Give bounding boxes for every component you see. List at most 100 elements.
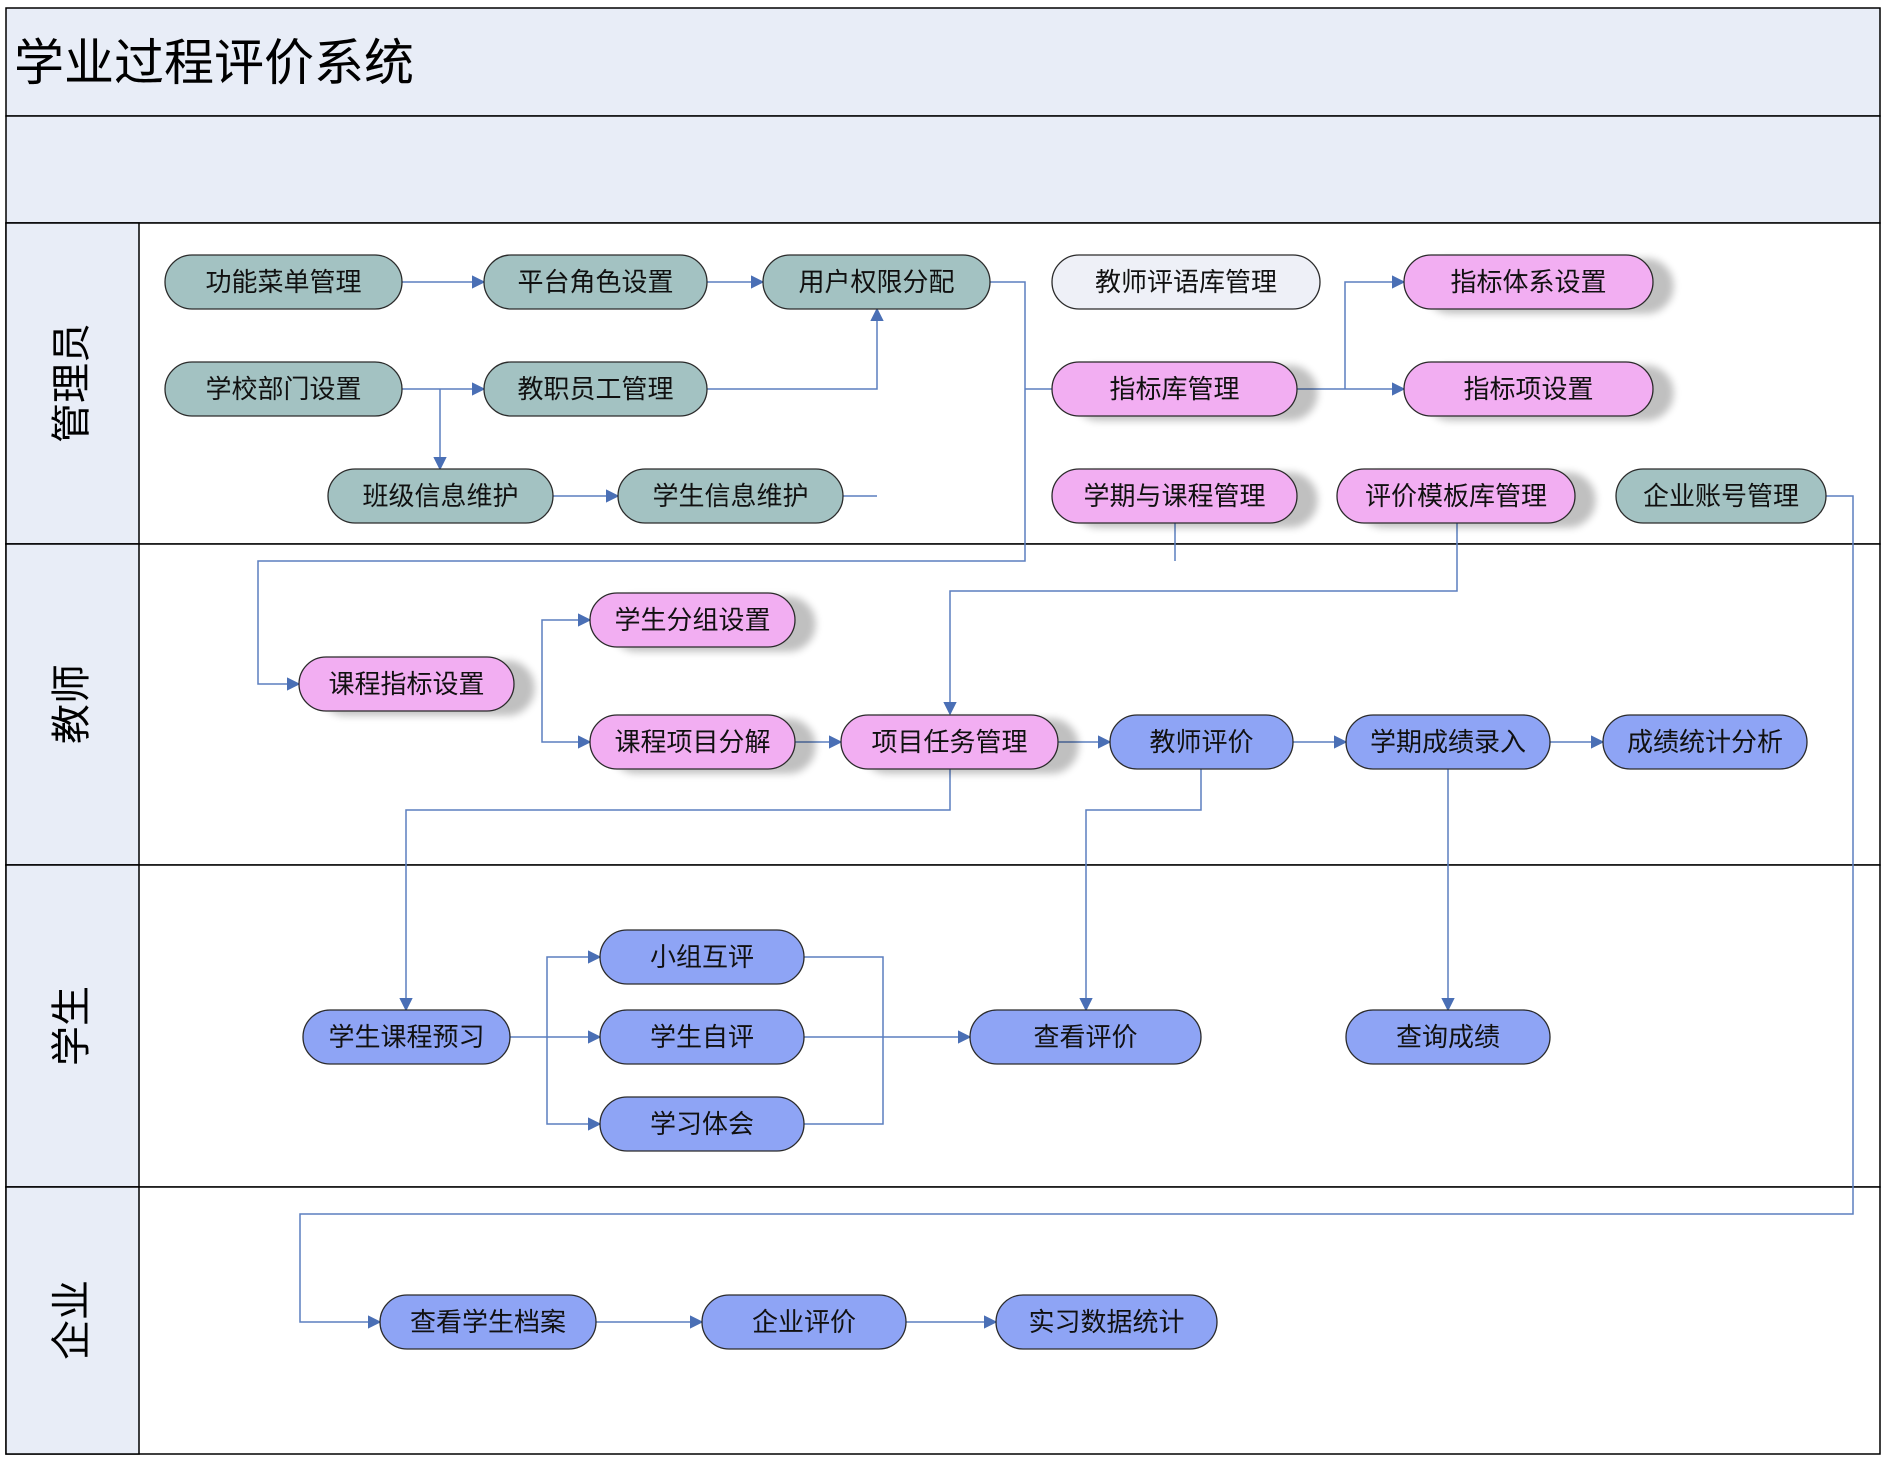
lane-label-admin: 管理员 xyxy=(49,323,95,443)
node-label: 查询成绩 xyxy=(1396,1023,1500,1053)
node-label: 班级信息维护 xyxy=(362,482,518,512)
node-comment-lib: 教师评语库管理 xyxy=(1051,254,1321,310)
node-template-lib: 评价模板库管理 xyxy=(1336,468,1576,524)
node-dept-setup: 学校部门设置 xyxy=(164,361,403,417)
node-shape xyxy=(1336,468,1576,524)
node-label: 功能菜单管理 xyxy=(205,268,361,298)
node-label: 指标项设置 xyxy=(1463,375,1593,405)
node-label: 教职员工管理 xyxy=(517,375,673,405)
node-shape xyxy=(995,1294,1218,1350)
node-index-lib: 指标库管理 xyxy=(1051,361,1298,417)
node-shape xyxy=(589,714,796,770)
edge-company-to-archive xyxy=(299,495,1854,1329)
node-reflection: 学习体会 xyxy=(599,1096,805,1152)
node-peer-eval: 小组互评 xyxy=(599,929,805,985)
edge-preview-to-reflection xyxy=(546,1037,602,1131)
node-query-grade: 查询成绩 xyxy=(1345,1009,1551,1065)
edge-perm-to-course-index xyxy=(257,281,1026,691)
node-shape xyxy=(599,1096,805,1152)
node-shape xyxy=(483,254,708,310)
node-class-info: 班级信息维护 xyxy=(327,468,554,524)
node-shape xyxy=(762,254,991,310)
node-label: 学生信息维护 xyxy=(652,482,808,512)
node-label: 课程指标设置 xyxy=(328,670,484,700)
node-shape xyxy=(483,361,708,417)
blank-band xyxy=(5,115,1881,224)
lane-label-enterprise-bg xyxy=(5,1186,140,1455)
node-label: 成绩统计分析 xyxy=(1627,728,1783,758)
edge-courseindex-to-group xyxy=(541,613,592,684)
node-course-index: 课程指标设置 xyxy=(298,656,515,712)
node-shape xyxy=(1109,714,1294,770)
node-staff-mgmt: 教职员工管理 xyxy=(483,361,708,417)
node-task-mgmt: 项目任务管理 xyxy=(840,714,1059,770)
node-label: 学生课程预习 xyxy=(328,1023,484,1053)
node-shape xyxy=(1051,254,1321,310)
node-shape xyxy=(298,656,515,712)
lane-label-admin-bg xyxy=(5,222,140,545)
node-shape xyxy=(164,254,403,310)
lane-student: 学生 xyxy=(5,864,1881,1188)
node-term-course: 学期与课程管理 xyxy=(1051,468,1298,524)
edge-courseindex-to-split xyxy=(541,684,592,749)
node-shape xyxy=(1051,468,1298,524)
connectors xyxy=(257,275,1854,1329)
lane-enterprise: 企业 xyxy=(5,1186,1881,1455)
node-shape xyxy=(840,714,1059,770)
node-index-system: 指标体系设置 xyxy=(1403,254,1654,310)
node-shape xyxy=(379,1294,597,1350)
node-shape xyxy=(1345,1009,1551,1065)
node-shape xyxy=(969,1009,1202,1065)
node-shape xyxy=(164,361,403,417)
node-group-setup: 学生分组设置 xyxy=(589,592,796,648)
node-shape xyxy=(327,468,554,524)
node-intern-stats: 实习数据统计 xyxy=(995,1294,1218,1350)
node-index-item: 指标项设置 xyxy=(1403,361,1654,417)
node-label: 查看学生档案 xyxy=(410,1308,566,1338)
process-nodes: 功能菜单管理平台角色设置用户权限分配教师评语库管理指标体系设置学校部门设置教职员… xyxy=(164,254,1827,1350)
node-project-split: 课程项目分解 xyxy=(589,714,796,770)
node-student-info: 学生信息维护 xyxy=(617,468,844,524)
node-shape xyxy=(1602,714,1808,770)
node-shape xyxy=(1345,714,1551,770)
node-label: 学期成绩录入 xyxy=(1370,728,1526,758)
node-company-acct: 企业账号管理 xyxy=(1615,468,1827,524)
node-label: 教师评语库管理 xyxy=(1095,268,1277,298)
edge-teachereval-to-view xyxy=(1079,769,1202,1012)
edge-preview-to-peer xyxy=(546,950,602,1037)
node-shape xyxy=(1403,361,1654,417)
lane-label-enterprise: 企业 xyxy=(49,1280,95,1360)
node-teacher-eval: 教师评价 xyxy=(1109,714,1294,770)
node-label: 实习数据统计 xyxy=(1028,1308,1184,1338)
node-label: 课程项目分解 xyxy=(614,728,770,758)
lane-teacher: 教师 xyxy=(5,543,1881,866)
edge-staff-to-perm xyxy=(707,307,884,390)
node-view-eval: 查看评价 xyxy=(969,1009,1202,1065)
node-shape xyxy=(701,1294,907,1350)
node-label: 学校部门设置 xyxy=(205,375,361,405)
node-label: 查看评价 xyxy=(1033,1023,1137,1053)
node-shape xyxy=(599,929,805,985)
node-perm-assign: 用户权限分配 xyxy=(762,254,991,310)
title-band xyxy=(5,7,1881,117)
node-label: 用户权限分配 xyxy=(798,268,954,298)
diagram-title: 学业过程评价系统 xyxy=(14,34,414,92)
node-label: 评价模板库管理 xyxy=(1365,482,1547,512)
node-grade-stats: 成绩统计分析 xyxy=(1602,714,1808,770)
node-menu-mgmt: 功能菜单管理 xyxy=(164,254,403,310)
node-shape xyxy=(589,592,796,648)
node-label: 学生自评 xyxy=(650,1023,754,1053)
edge-template-to-task xyxy=(943,523,1458,716)
node-label: 企业评价 xyxy=(752,1308,856,1338)
node-label: 小组互评 xyxy=(650,943,754,973)
edge-task-to-preview xyxy=(399,769,951,1012)
node-label: 项目任务管理 xyxy=(871,728,1027,758)
lane-label-teacher-bg xyxy=(5,543,140,866)
edge-indexlib-to-system xyxy=(1344,275,1406,389)
node-shape xyxy=(1403,254,1654,310)
node-label: 指标库管理 xyxy=(1109,375,1239,405)
edge-peer-merge xyxy=(804,956,884,1125)
node-shape xyxy=(1051,361,1298,417)
node-label: 教师评价 xyxy=(1149,728,1253,758)
